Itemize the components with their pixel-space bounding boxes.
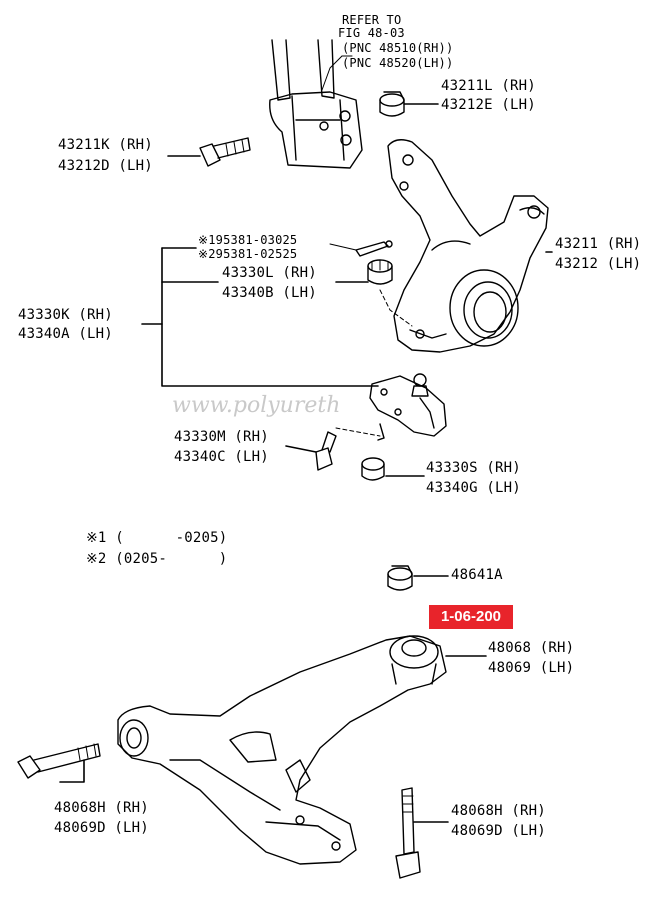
left-arm-bolt-drawing — [17, 743, 101, 783]
right-arm-bolt-drawing — [395, 787, 449, 879]
label-43330K: 43330K (RH) — [18, 307, 113, 323]
knuckle-drawing — [387, 139, 553, 353]
label-43340B: 43340B (LH) — [222, 285, 317, 301]
arm-nut-drawing — [387, 565, 449, 591]
label-48069: 48069 (LH) — [488, 660, 575, 676]
refer-line-3: (PNC 48510(RH)) — [342, 41, 454, 55]
label-48641A: 48641A — [451, 567, 503, 583]
lower-bolt-drawing — [285, 423, 385, 471]
label-48068H-left: 48068H (RH) — [54, 800, 149, 816]
ball-joint-drawing — [369, 373, 447, 437]
label-48068H-right: 48068H (RH) — [451, 803, 546, 819]
refer-line-4: (PNC 48520(LH)) — [342, 56, 454, 70]
label-43340C: 43340C (LH) — [174, 449, 269, 465]
label-43340G: 43340G (LH) — [426, 480, 521, 496]
label-43212E: 43212E (LH) — [441, 97, 536, 113]
label-43212D: 43212D (LH) — [58, 158, 153, 174]
note-2: ※2 (0205- ) — [86, 551, 228, 567]
strut-drawing — [269, 39, 363, 169]
refer-line-1: REFER TO — [342, 13, 402, 27]
control-arm-drawing — [117, 635, 487, 865]
label-43330M: 43330M (RH) — [174, 429, 269, 445]
label-48069D-left: 48069D (LH) — [54, 820, 149, 836]
label-48069D-right: 48069D (LH) — [451, 823, 546, 839]
cotter-pin-drawing — [329, 240, 393, 257]
label-48068: 48068 (RH) — [488, 640, 575, 656]
label-43330S: 43330S (RH) — [426, 460, 521, 476]
label-pin-2: ※295381-02525 — [198, 247, 298, 261]
label-43330L: 43330L (RH) — [222, 265, 317, 281]
refer-line-2: FIG 48-03 — [338, 26, 405, 40]
castle-nut-drawing — [335, 259, 413, 327]
label-43211K: 43211K (RH) — [58, 137, 153, 153]
top-nut-drawing — [379, 91, 439, 117]
label-43211: 43211 (RH) — [555, 236, 642, 252]
label-43211L: 43211L (RH) — [441, 78, 536, 94]
note-1: ※1 ( -0205) — [86, 530, 228, 546]
label-43212: 43212 (LH) — [555, 256, 642, 272]
label-43340A: 43340A (LH) — [18, 326, 113, 342]
left-bolt-drawing — [167, 137, 251, 167]
label-pin-1: ※195381-03025 — [198, 233, 298, 247]
lower-nut-drawing — [361, 457, 425, 481]
watermark: www.polyureth — [172, 393, 341, 418]
part-code-badge: 1-06-200 — [429, 605, 513, 629]
